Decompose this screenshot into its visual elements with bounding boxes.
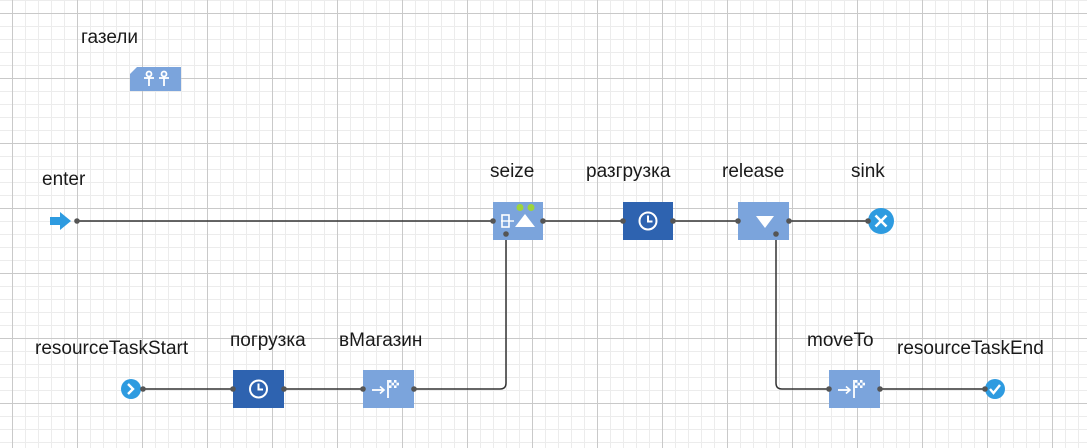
move-to-flag-icon — [372, 380, 399, 398]
vmagazin-block[interactable] — [360, 370, 417, 408]
sink-label: sink — [851, 161, 885, 182]
connector-release-moveto[interactable] — [775, 234, 829, 390]
sink-x-icon — [874, 214, 888, 228]
seize-block[interactable] — [490, 202, 546, 240]
resource-task-start-block[interactable] — [121, 379, 146, 399]
release-block[interactable] — [735, 202, 792, 240]
chevron-right-circle-icon — [127, 383, 135, 395]
seize-label: seize — [490, 161, 535, 182]
resource-status-indicator — [516, 204, 524, 211]
resource-task-end-label: resourceTaskEnd — [897, 338, 1044, 359]
clock-icon — [638, 211, 658, 231]
moveto-block[interactable] — [826, 370, 883, 408]
connector-vmagazin-seize[interactable] — [414, 234, 507, 390]
resource-task-start-label: resourceTaskStart — [35, 338, 189, 359]
release-label: release — [722, 161, 785, 182]
seize-icon — [501, 214, 535, 228]
razgruzka-block[interactable] — [620, 202, 676, 240]
enter-block[interactable] — [50, 212, 80, 230]
enter-label: enter — [42, 169, 86, 190]
pogruzka-block[interactable] — [230, 370, 287, 408]
pogruzka-label: погрузка — [230, 330, 306, 351]
clock-icon — [249, 379, 268, 399]
sink-block[interactable] — [865, 208, 894, 234]
connectors — [77, 220, 985, 390]
resource-pool-icon[interactable] — [130, 67, 181, 91]
move-to-flag-icon — [838, 380, 865, 398]
resource-status-indicator — [527, 204, 535, 211]
resource-pool-label: газели — [81, 27, 138, 48]
razgruzka-label: разгрузка — [586, 161, 671, 182]
vmagazin-label: вМагазин — [339, 330, 423, 351]
release-icon — [756, 216, 774, 228]
moveto-label: moveTo — [807, 330, 874, 351]
source-arrow-icon — [50, 212, 71, 230]
check-circle-icon — [989, 384, 1001, 395]
resource-task-end-block[interactable] — [982, 379, 1005, 399]
